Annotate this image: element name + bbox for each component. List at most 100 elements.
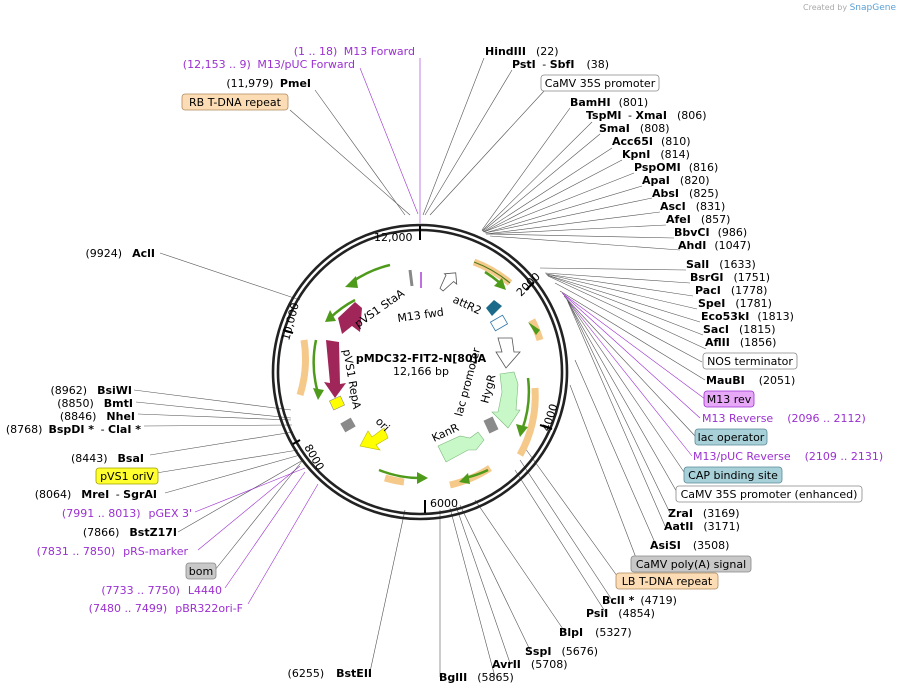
enzyme-tspmi: TspMI - XmaI(806): [586, 109, 707, 122]
enzyme-name: AhdI: [678, 239, 706, 252]
green-arrow-right: [520, 377, 531, 431]
enzyme-name: BamHI: [570, 96, 611, 109]
green-arrow-left-2: [312, 339, 320, 394]
feature-label: LB T-DNA repeat: [622, 575, 713, 588]
enzyme-bglii: BglII(5865): [439, 671, 514, 684]
enzyme-pos: (3169): [703, 507, 740, 520]
enzyme-name: SmaI: [599, 122, 630, 135]
pvs1-oriv-block: [329, 395, 345, 411]
enzyme-name: AsiSI: [650, 539, 681, 552]
kanr-arrow: [437, 431, 485, 463]
enzyme-name: Eco53kI: [701, 310, 749, 323]
enzyme-bspdi: (8768)BspDI * - ClaI *: [6, 423, 141, 436]
enzyme-kpni: KpnI (814): [622, 148, 690, 161]
attr2-arrow: [439, 272, 458, 292]
enzyme-pos: (825): [689, 187, 719, 200]
enzyme-bbvci: BbvCI(986): [674, 226, 747, 239]
primer-name: pRS-marker: [123, 545, 188, 558]
enzyme-pos: (831): [696, 200, 726, 213]
enzyme-name: BlpI: [559, 626, 583, 639]
feature-camv-polya[interactable]: CaMV poly(A) signal: [630, 555, 752, 573]
enzyme-name: BclI *: [602, 594, 635, 607]
feature-nos-terminator[interactable]: NOS terminator: [702, 352, 798, 370]
enzyme-pos: (1781): [735, 297, 772, 310]
feature-lac-operator[interactable]: lac operator: [694, 428, 768, 446]
feature-camv-35s-promoter[interactable]: CaMV 35S promoter: [540, 74, 660, 92]
enzyme-pos: (8846): [60, 410, 97, 423]
feature-box: [694, 428, 768, 446]
feature-cap-binding-site[interactable]: CAP binding site: [683, 466, 783, 484]
snapgene-logo: SnapGene: [849, 3, 896, 13]
enzyme-pos: (5676): [561, 645, 598, 658]
enzyme-pos: (986): [718, 226, 748, 239]
enzyme-name: ApaI: [642, 174, 670, 187]
enzyme-pos: (808): [640, 122, 670, 135]
enzyme-bamhi: BamHI(801): [570, 96, 648, 109]
feature-lb-tdna[interactable]: LB T-DNA repeat: [615, 572, 719, 590]
enzyme-name: BglII: [439, 671, 467, 684]
enzyme-pos: (820): [680, 174, 710, 187]
enzyme-pos: (1633): [719, 258, 756, 271]
enzyme-pos: (8443): [71, 452, 108, 465]
enzyme-afei: AfeI(857): [666, 213, 730, 226]
enzyme-pos: (1047): [714, 239, 751, 252]
enzyme-name: AatII: [664, 520, 693, 533]
green-arrowhead-8: [459, 473, 470, 484]
enzyme-pos: (3171): [703, 520, 740, 533]
enzyme-maubi: MauBI(2051): [706, 374, 795, 387]
primer-pbr322ori-f: (7480 .. 7499)pBR322ori-F: [89, 602, 243, 615]
enzyme-asisi: AsiSI(3508): [650, 539, 729, 552]
feature-m13-rev[interactable]: M13 rev: [703, 390, 755, 408]
feature-box: [675, 485, 863, 503]
enzyme-name: MreI: [81, 488, 109, 501]
feature-pvs1-oriv[interactable]: pVS1 oriV: [95, 467, 159, 485]
teal-marker: [486, 300, 502, 316]
enzyme-bstz17i: (7866)BstZ17I: [83, 526, 177, 539]
enzyme-name: KpnI: [622, 148, 650, 161]
primer-pos: (12,153 .. 9): [183, 58, 251, 71]
enzyme-mrei: (8064)MreI - SgrAI: [35, 488, 157, 501]
primer-prs-marker: (7831 .. 7850)pRS-marker: [37, 545, 189, 558]
primer-m13-puc-reverse: M13/pUC Reverse(2109 .. 2131): [693, 450, 883, 463]
primer-m13-forward: (1 .. 18) M13 Forward: [294, 45, 415, 58]
enzyme-name: SspI: [525, 645, 551, 658]
credit-prefix: Created by: [803, 3, 848, 12]
enzyme-blpi: BlpI(5327): [559, 626, 632, 639]
feature-arrows: [296, 258, 544, 489]
enzyme-asci: AscI(831): [660, 200, 725, 213]
primer-m13-puc-forward: (12,153 .. 9) M13/pUC Forward: [183, 58, 355, 71]
feature-rb-tdna[interactable]: RB T-DNA repeat: [181, 93, 289, 111]
feature-label: CaMV poly(A) signal: [636, 558, 746, 571]
enzyme-pos: (814): [660, 148, 690, 161]
primer-m13-reverse: M13 Reverse(2096 .. 2112): [702, 412, 866, 425]
enzyme-zrai: ZraI(3169): [668, 507, 740, 520]
enzyme-pos: (1815): [739, 323, 776, 336]
label-ori: ori: [373, 415, 392, 434]
bom-block: [340, 417, 356, 433]
primer-pos: (7733 .. 7750): [101, 584, 180, 597]
enzyme-name: BstEII: [336, 667, 372, 680]
enzyme-pos: (6255): [288, 667, 325, 680]
enzyme-name: Acc65I: [612, 135, 653, 148]
enzyme-name: PacI: [695, 284, 721, 297]
right-enzyme-list: BamHI(801) TspMI - XmaI(806) SmaI (808) A…: [570, 96, 794, 349]
label-hygr: HygR: [478, 373, 498, 405]
enzyme-pos: (1856): [740, 336, 777, 349]
plasmid-name: pMDC32-FIT2-N[80]A: [356, 352, 487, 365]
orange-arc-bottom: [384, 474, 405, 486]
feature-box: [703, 390, 755, 408]
enzyme-name: PstI: [512, 58, 536, 71]
tick-label-6000: 6000: [430, 497, 458, 510]
feature-camv-35s-enhanced[interactable]: CaMV 35S promoter (enhanced): [675, 485, 863, 503]
feature-bom[interactable]: bom: [185, 562, 217, 580]
enzyme-name: MauBI: [706, 374, 745, 387]
enzyme-pos: (11,979): [226, 77, 273, 90]
enzyme-pos: (38): [586, 58, 609, 71]
enzyme-name: SalI: [686, 258, 709, 271]
enzyme-pos: (7866): [83, 526, 120, 539]
feature-box: [702, 352, 798, 370]
feature-box: [615, 572, 719, 590]
tick-2000: [525, 281, 535, 291]
feature-box: [185, 562, 217, 580]
enzyme-name: BsrGI: [690, 271, 723, 284]
